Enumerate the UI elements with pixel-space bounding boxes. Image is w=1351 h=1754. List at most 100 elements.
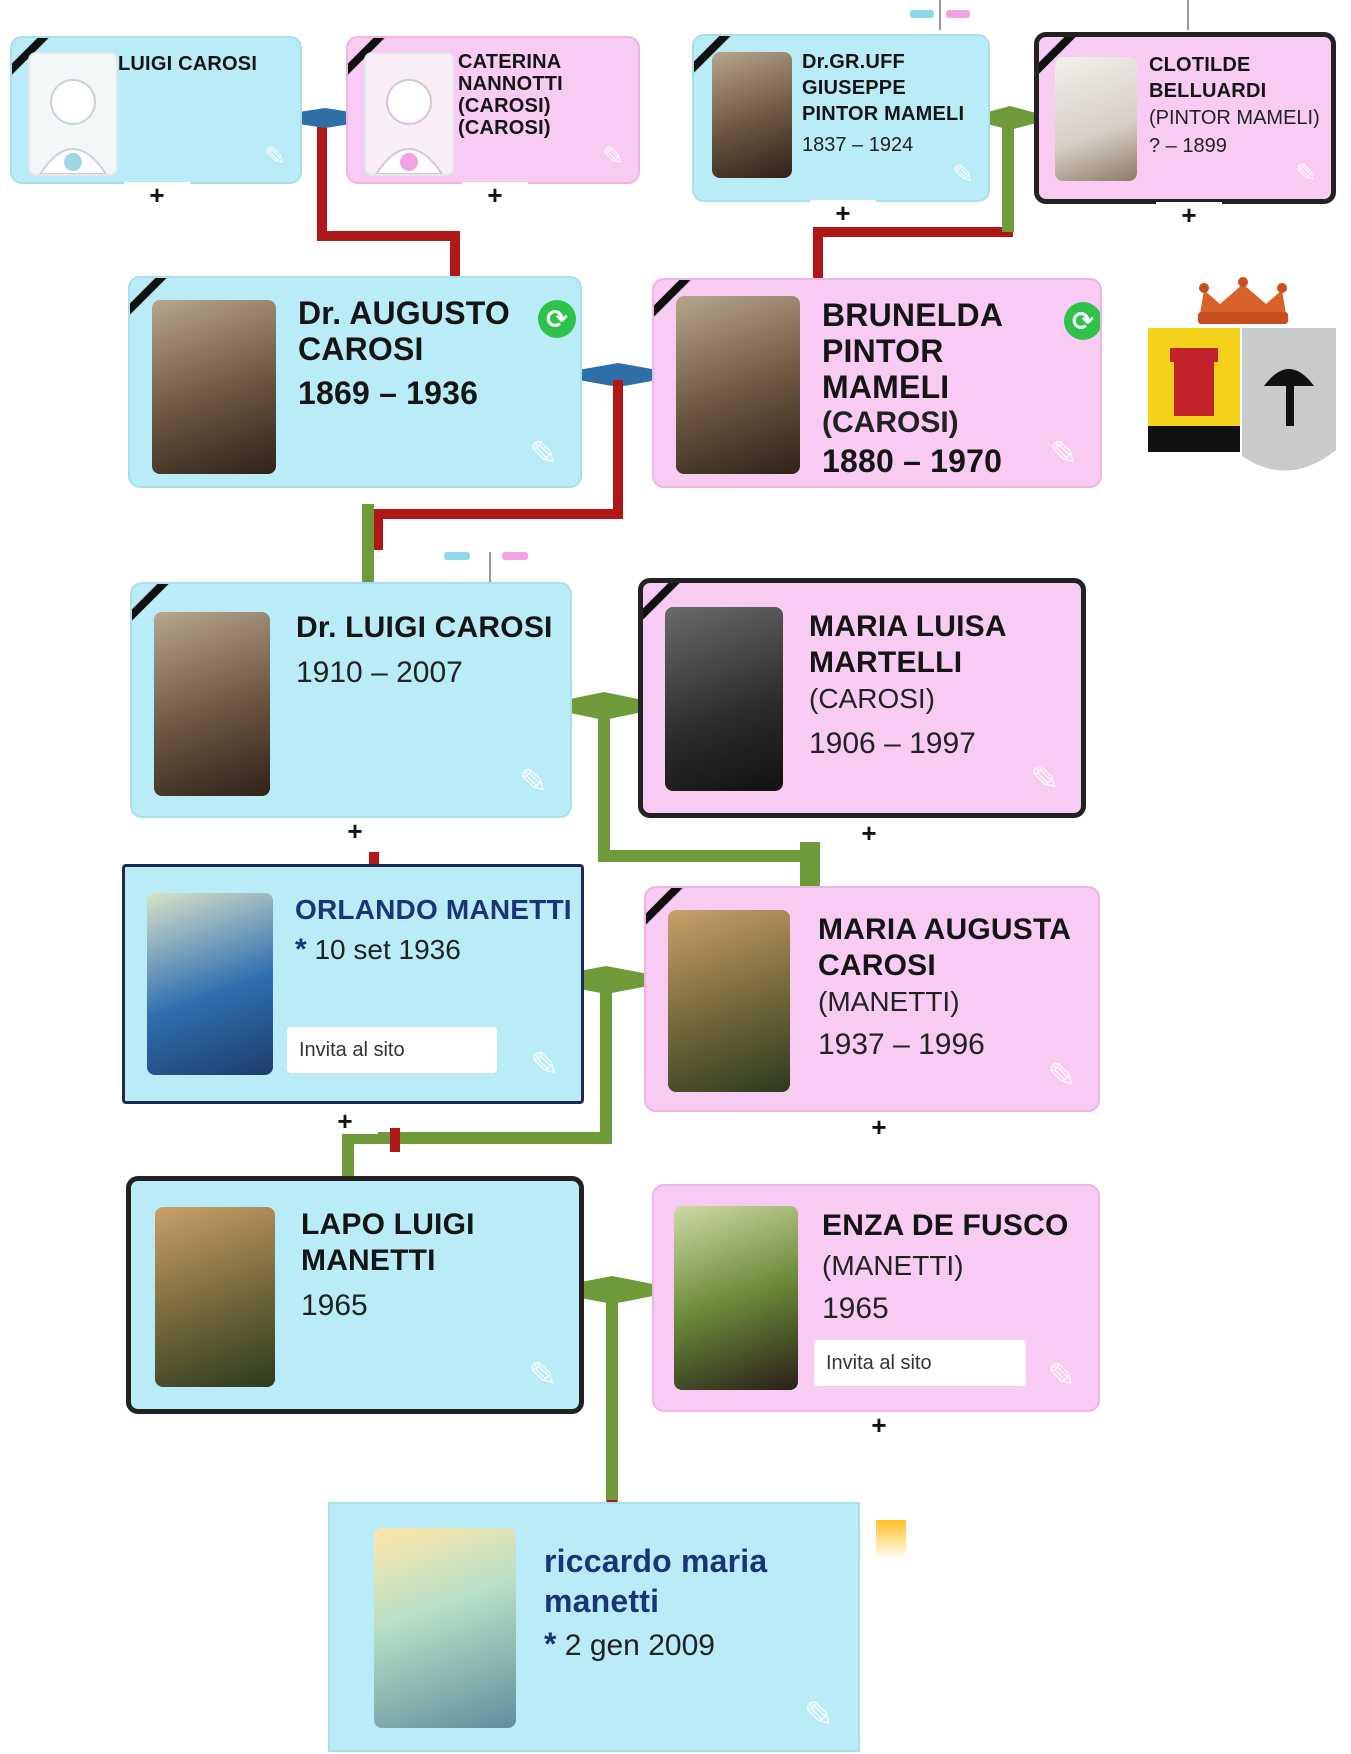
avatar-placeholder bbox=[28, 52, 118, 176]
expand-plus-button[interactable]: + bbox=[322, 818, 388, 844]
expand-plus-button[interactable]: + bbox=[846, 1412, 912, 1438]
person-married-name: (CAROSI) bbox=[809, 683, 935, 714]
edit-pencil-icon[interactable]: ✎ bbox=[803, 1694, 834, 1735]
gender-blip-male bbox=[444, 552, 470, 560]
gender-blip-male bbox=[910, 10, 934, 18]
person-card-clotilde-belluardi[interactable]: CLOTILDE BELLUARDI (PINTOR MAMELI) ? – 1… bbox=[1034, 32, 1336, 204]
person-card-luigi-carosi-jr[interactable]: Dr. LUIGI CAROSI 1910 – 2007 ✎ bbox=[130, 582, 572, 818]
shield-icon bbox=[1148, 328, 1336, 471]
person-dates: 1880 – 1970 bbox=[822, 443, 1003, 479]
person-card-enza-de-fusco[interactable]: ENZA DE FUSCO (MANETTI) 1965 Invita al s… bbox=[652, 1184, 1100, 1412]
person-photo bbox=[676, 296, 800, 474]
person-card-brunelda-pintor-mameli[interactable]: BRUNELDA PINTOR MAMELI (CAROSI) 1880 – 1… bbox=[652, 278, 1102, 488]
expand-plus-button[interactable]: + bbox=[312, 1108, 378, 1134]
person-photo bbox=[665, 607, 783, 791]
edit-pencil-icon[interactable]: ✎ bbox=[519, 763, 549, 801]
person-name-line: CLOTILDE bbox=[1149, 54, 1251, 76]
edit-pencil-icon[interactable]: ✎ bbox=[952, 159, 974, 189]
invite-to-site-button[interactable]: Invita al sito bbox=[814, 1340, 1026, 1386]
coat-of-arms bbox=[1148, 270, 1338, 490]
person-dates: ? – 1899 bbox=[1149, 135, 1227, 157]
person-name-line: LAPO LUIGI bbox=[301, 1208, 475, 1241]
edit-pencil-icon[interactable]: ✎ bbox=[530, 1046, 560, 1084]
person-name-line: riccardo maria bbox=[544, 1543, 768, 1579]
edit-pencil-icon[interactable]: ✎ bbox=[1047, 1057, 1077, 1095]
gender-blip-female bbox=[502, 552, 528, 560]
edit-pencil-icon[interactable]: ✎ bbox=[602, 141, 624, 171]
person-name: ORLANDO MANETTI bbox=[295, 894, 572, 925]
person-photo bbox=[152, 300, 276, 474]
person-name: LUIGI CAROSI bbox=[118, 53, 258, 75]
connector-red-tick bbox=[390, 1128, 400, 1152]
invite-to-site-button[interactable]: Invita al sito bbox=[287, 1027, 497, 1073]
person-card-maria-augusta-carosi[interactable]: MARIA AUGUSTA CAROSI (MANETTI) 1937 – 19… bbox=[644, 886, 1100, 1112]
edit-pencil-icon[interactable]: ✎ bbox=[1030, 760, 1060, 798]
person-name-line: Dr. AUGUSTO bbox=[298, 295, 511, 331]
person-name-line: CATERINA bbox=[458, 51, 562, 73]
edit-pencil-icon[interactable]: ✎ bbox=[1295, 158, 1317, 188]
person-married-name: (PINTOR MAMELI) bbox=[1149, 107, 1320, 129]
birth-star-icon: * bbox=[295, 933, 307, 966]
person-photo bbox=[668, 910, 790, 1092]
expand-plus-button[interactable]: + bbox=[836, 820, 902, 846]
person-card-orlando-manetti[interactable]: ORLANDO MANETTI * 10 set 1936 Invita al … bbox=[122, 864, 584, 1104]
person-dates: 1837 – 1924 bbox=[802, 134, 914, 156]
person-dates: 1937 – 1996 bbox=[818, 1028, 985, 1061]
expand-plus-button[interactable]: + bbox=[124, 182, 190, 208]
edit-pencil-icon[interactable]: ✎ bbox=[264, 141, 286, 171]
person-photo bbox=[155, 1207, 275, 1387]
expand-plus-button[interactable]: + bbox=[1156, 202, 1222, 228]
edit-pencil-icon[interactable]: ✎ bbox=[529, 435, 559, 473]
person-name-line: NANNOTTI bbox=[458, 73, 563, 95]
refresh-icon[interactable]: ⟳ bbox=[538, 300, 576, 338]
edit-pencil-icon[interactable]: ✎ bbox=[1047, 1357, 1077, 1395]
person-card-luigi-carosi-sr[interactable]: LUIGI CAROSI ✎ bbox=[10, 36, 302, 184]
person-name: ENZA DE FUSCO bbox=[822, 1209, 1069, 1242]
birth-date: 2 gen 2009 bbox=[564, 1629, 715, 1662]
person-photo bbox=[712, 52, 792, 178]
person-dates: 1869 – 1936 bbox=[298, 375, 479, 411]
person-name-line: MANETTI bbox=[301, 1244, 436, 1277]
expand-plus-button[interactable]: + bbox=[846, 1114, 912, 1140]
person-card-augusto-carosi[interactable]: Dr. AUGUSTO CAROSI 1869 – 1936 ⟳ ✎ bbox=[128, 276, 582, 488]
person-name-line: CAROSI bbox=[298, 331, 424, 367]
person-married-name: (CAROSI) bbox=[822, 406, 959, 439]
person-name-line: MARIA LUISA bbox=[809, 610, 1007, 643]
person-birth: * 2 gen 2009 bbox=[544, 1626, 715, 1664]
person-name-line: BELLUARDI bbox=[1149, 80, 1267, 102]
edit-pencil-icon[interactable]: ✎ bbox=[528, 1356, 558, 1394]
birth-date: 10 set 1936 bbox=[314, 934, 461, 965]
person-name-line: manetti bbox=[544, 1583, 660, 1619]
person-name-line: MARTELLI bbox=[809, 646, 963, 679]
person-birth: * 10 set 1936 bbox=[295, 933, 461, 968]
edit-pencil-icon[interactable]: ✎ bbox=[1049, 435, 1079, 473]
person-card-riccardo-maria-manetti[interactable]: riccardo maria manetti * 2 gen 2009 ✎ bbox=[328, 1502, 860, 1752]
person-name-line: MAMELI bbox=[822, 369, 950, 405]
person-married-name: (MANETTI) bbox=[818, 986, 960, 1017]
expand-plus-button[interactable]: + bbox=[462, 182, 528, 208]
person-card-maria-luisa-martelli[interactable]: MARIA LUISA MARTELLI (CAROSI) 1906 – 199… bbox=[638, 578, 1086, 818]
person-name-line: (CAROSI) bbox=[458, 95, 551, 117]
person-name-line: CAROSI bbox=[818, 949, 936, 982]
person-card-giuseppe-pintor-mameli[interactable]: Dr.GR.UFF GIUSEPPE PINTOR MAMELI 1837 – … bbox=[692, 34, 990, 202]
person-photo bbox=[374, 1528, 516, 1728]
person-dates: 1965 bbox=[822, 1292, 889, 1325]
person-card-lapo-luigi-manetti[interactable]: LAPO LUIGI MANETTI 1965 ✎ bbox=[126, 1176, 584, 1414]
person-name-line: GIUSEPPE bbox=[802, 77, 906, 99]
person-name-line: BRUNELDA bbox=[822, 297, 1004, 333]
birth-star-icon: * bbox=[544, 1626, 557, 1662]
person-dates: 1906 – 1997 bbox=[809, 727, 976, 760]
crown-icon bbox=[1198, 277, 1288, 324]
refresh-icon[interactable]: ⟳ bbox=[1064, 302, 1100, 340]
expand-plus-button[interactable]: + bbox=[810, 200, 876, 226]
avatar-placeholder bbox=[364, 52, 454, 176]
person-name-line: PINTOR bbox=[822, 333, 944, 369]
person-dates: 1965 bbox=[301, 1289, 368, 1322]
person-photo bbox=[154, 612, 270, 796]
person-card-caterina-nannotti[interactable]: CATERINA NANNOTTI (CAROSI) (CAROSI) ✎ bbox=[346, 36, 640, 184]
person-photo bbox=[1055, 57, 1137, 181]
person-name: Dr. LUIGI CAROSI bbox=[296, 611, 553, 644]
person-name-line: PINTOR MAMELI bbox=[802, 103, 965, 125]
person-name-line: Dr.GR.UFF bbox=[802, 51, 905, 73]
person-married-name: (MANETTI) bbox=[822, 1250, 964, 1281]
